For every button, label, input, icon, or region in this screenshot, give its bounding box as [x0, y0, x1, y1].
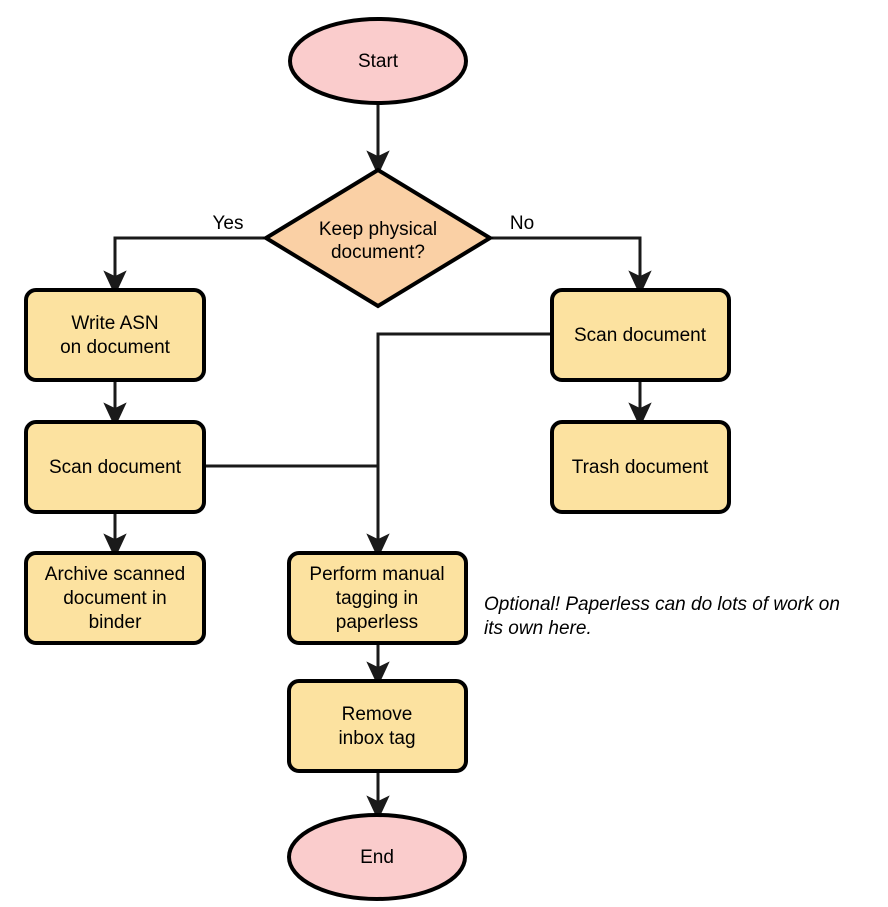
- tagging-label-line3: paperless: [336, 612, 418, 633]
- tagging-label-line1: Perform manual: [309, 564, 444, 585]
- end-label: End: [360, 847, 394, 868]
- scan-document-right-box: [550, 288, 731, 382]
- node-perform-manual-tagging[interactable]: Perform manual tagging in paperless: [287, 551, 468, 645]
- node-scan-document-left[interactable]: Scan document: [24, 420, 206, 514]
- remove-inbox-box: [287, 679, 468, 773]
- trash-document-box: [550, 420, 731, 514]
- edges-layer: [103, 101, 652, 821]
- archive-box: [24, 551, 206, 645]
- start-label: Start: [358, 51, 399, 72]
- decision-label-line2: document?: [331, 242, 425, 263]
- trash-document-label: Trash document: [572, 457, 709, 478]
- decision-label-line1: Keep physical: [319, 219, 437, 240]
- end-ellipse: [287, 813, 467, 901]
- edge-decision-no-to-scan-right: [490, 236, 652, 296]
- node-end[interactable]: End: [287, 813, 467, 901]
- scan-document-left-label: Scan document: [49, 457, 182, 478]
- node-scan-document-right[interactable]: Scan document: [550, 288, 731, 382]
- decision-diamond: [262, 167, 494, 309]
- scan-document-left-box: [24, 420, 206, 514]
- edge-decision-yes-to-write-asn: [103, 236, 266, 296]
- scan-document-right-label: Scan document: [574, 325, 707, 346]
- tagging-label-line2: tagging in: [336, 588, 418, 609]
- node-write-asn-on-document[interactable]: Write ASN on document: [24, 288, 206, 382]
- edge-label-no: No: [510, 213, 534, 234]
- archive-label-line2: document in: [63, 588, 167, 609]
- tagging-box: [287, 551, 468, 645]
- archive-label-line3: binder: [89, 612, 142, 633]
- node-trash-document[interactable]: Trash document: [550, 420, 731, 514]
- write-asn-box: [24, 288, 206, 382]
- start-ellipse: [288, 17, 468, 105]
- node-archive-scanned-document[interactable]: Archive scanned document in binder: [24, 551, 206, 645]
- annotation-line2: its own here.: [484, 618, 592, 639]
- node-remove-inbox-tag[interactable]: Remove inbox tag: [287, 679, 468, 773]
- node-decision-keep-physical-document[interactable]: Keep physical document?: [262, 167, 494, 309]
- remove-inbox-label-line1: Remove: [342, 704, 413, 725]
- edge-scan-right-to-tagging: [366, 332, 552, 559]
- write-asn-label-line1: Write ASN: [71, 313, 158, 334]
- node-start[interactable]: Start: [288, 17, 468, 105]
- edge-label-yes: Yes: [213, 213, 244, 234]
- archive-label-line1: Archive scanned: [45, 564, 185, 585]
- remove-inbox-label-line2: inbox tag: [338, 728, 415, 749]
- annotation-optional-note: Optional! Paperless can do lots of work …: [484, 594, 840, 639]
- annotation-line1: Optional! Paperless can do lots of work …: [484, 594, 840, 615]
- write-asn-label-line2: on document: [60, 337, 171, 358]
